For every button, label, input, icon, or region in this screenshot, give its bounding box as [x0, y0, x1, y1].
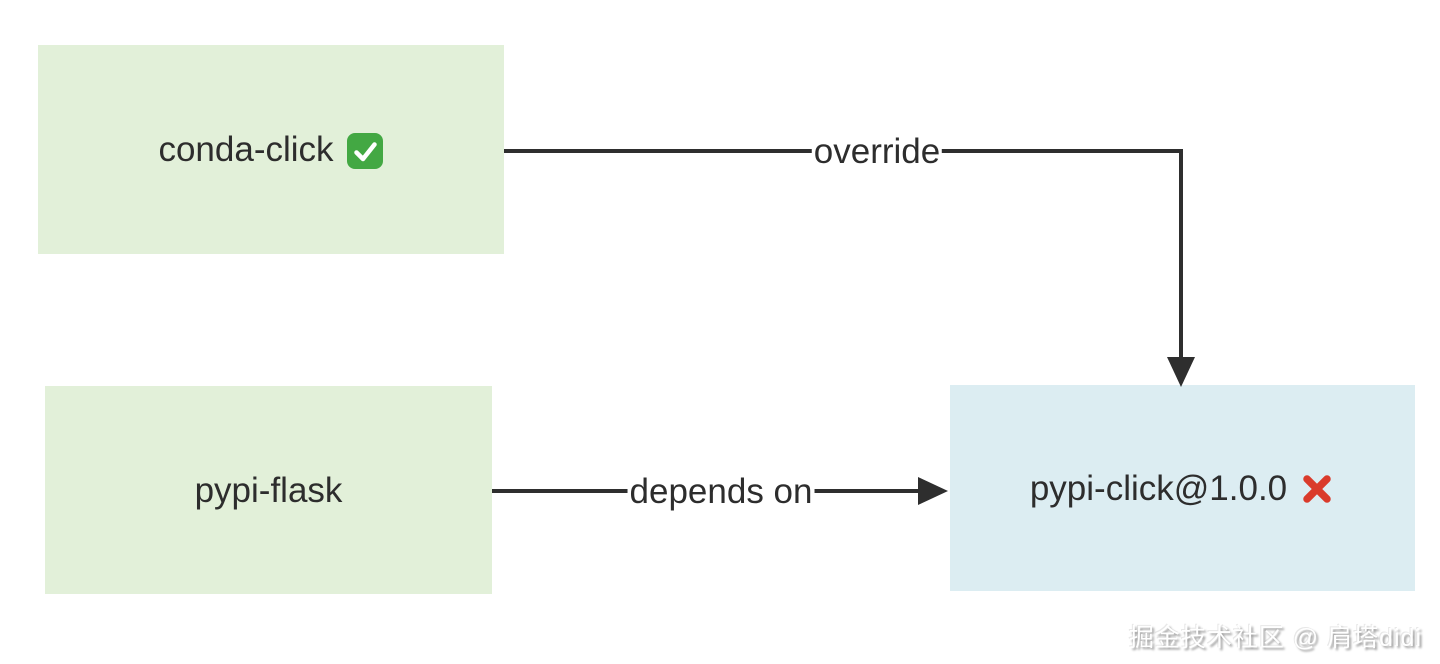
- node-conda-click: conda-click: [38, 45, 504, 254]
- node-conda-click-label: conda-click: [158, 130, 334, 169]
- arrowhead-down-icon: [1167, 357, 1195, 387]
- node-pypi-click-label: pypi-click@1.0.0: [1029, 468, 1288, 508]
- node-pypi-flask-label: pypi-flask: [194, 470, 343, 510]
- watermark: 掘金技术社区 @ 肩塔didi: [1128, 624, 1422, 652]
- override-edge-label: override: [811, 131, 943, 172]
- override-edge-vertical-line: [1179, 149, 1183, 361]
- arrowhead-right-icon: [918, 477, 948, 505]
- cross-icon: [1303, 475, 1331, 503]
- check-icon: [346, 132, 383, 169]
- node-pypi-click: pypi-click@1.0.0: [950, 385, 1415, 591]
- depends-on-edge-label: depends on: [627, 471, 815, 512]
- node-pypi-flask: pypi-flask: [45, 386, 492, 594]
